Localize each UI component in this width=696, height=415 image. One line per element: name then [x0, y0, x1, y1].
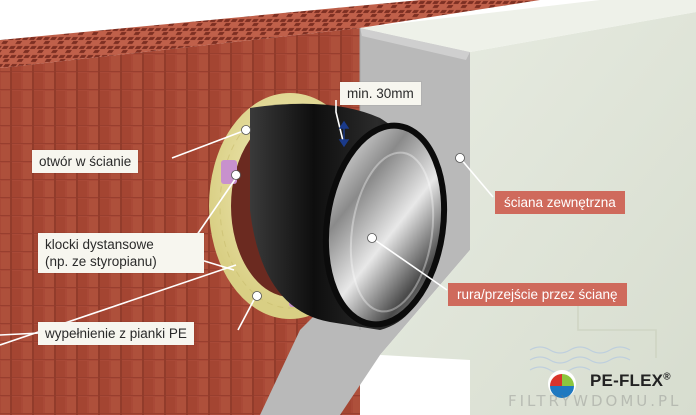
- pipe-inner: [325, 125, 445, 325]
- label-min-gap: min. 30mm: [340, 82, 421, 105]
- label-spacer-blocks-line1: klocki dystansowe: [45, 237, 154, 252]
- label-pe-foam-fill: wypełnienie z pianki PE: [38, 322, 194, 345]
- pe-flex-logo-icon: [548, 370, 576, 398]
- brick-wall-top: [0, 0, 540, 68]
- dimension-arrow: [338, 120, 350, 148]
- label-pipe-passage: rura/przejście przez ścianę: [448, 283, 627, 306]
- logo-brand: PE-FLEX®: [590, 371, 671, 391]
- label-outer-wall: ściana zewnętrzna: [495, 191, 625, 214]
- label-spacer-blocks-line2: (np. ze styropianu): [45, 254, 157, 269]
- label-spacer-blocks: klocki dystansowe (np. ze styropianu): [38, 233, 204, 273]
- leader-dots: [231, 125, 465, 301]
- logo-registered-mark: ®: [663, 371, 671, 383]
- watermark: FILTRYWDOMU.PL: [508, 392, 682, 410]
- logo-brand-name: PE-FLEX: [590, 371, 664, 390]
- label-wall-opening: otwór w ścianie: [32, 150, 139, 173]
